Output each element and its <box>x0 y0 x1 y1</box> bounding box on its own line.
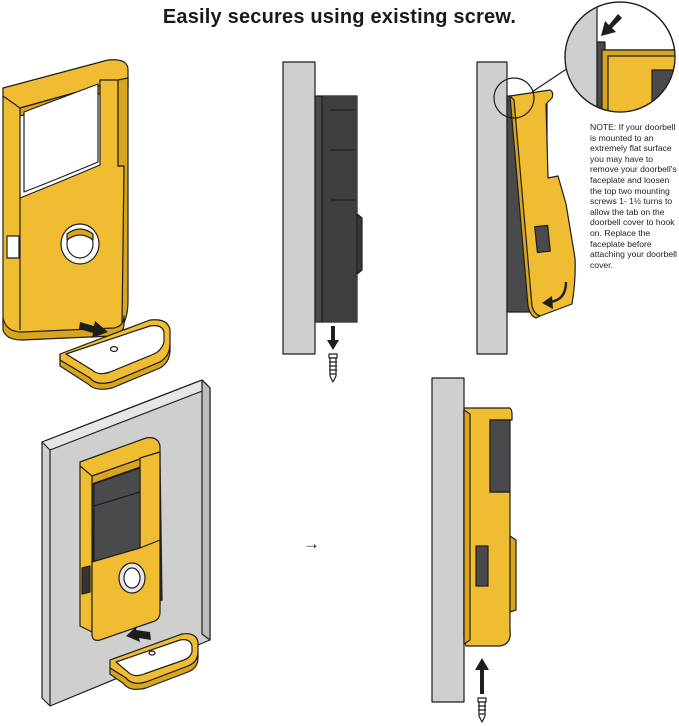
curved-arrow-icon <box>549 281 568 304</box>
wall-side-view-2 <box>476 61 576 355</box>
cover-side-window <box>6 235 20 259</box>
screw-icon <box>328 353 338 383</box>
installed-front-view <box>41 379 211 707</box>
callout-source-circle <box>493 77 535 119</box>
wall-section <box>282 61 316 355</box>
arrow-down-left-icon <box>601 14 622 36</box>
cover-exploded-view <box>2 59 129 341</box>
cover-window <box>23 83 99 193</box>
wall-section <box>431 377 465 703</box>
flat-surface-note: NOTE: If your doorbell is mounted to an … <box>590 122 677 270</box>
page-title: Easily secures using existing screw. <box>162 6 517 28</box>
step-arrow: → <box>303 534 320 553</box>
wall-section <box>476 61 508 355</box>
detail-callout <box>564 1 676 113</box>
bottom-tray <box>59 319 171 390</box>
arrow-down-right-icon <box>79 321 108 338</box>
arrow-down-icon <box>327 326 339 350</box>
screw-icon <box>477 697 487 723</box>
arrow-left-icon <box>126 626 151 642</box>
arrow-up-icon <box>475 658 489 694</box>
wall-side-view-1 <box>282 61 363 383</box>
wall-side-view-3 <box>431 377 517 723</box>
